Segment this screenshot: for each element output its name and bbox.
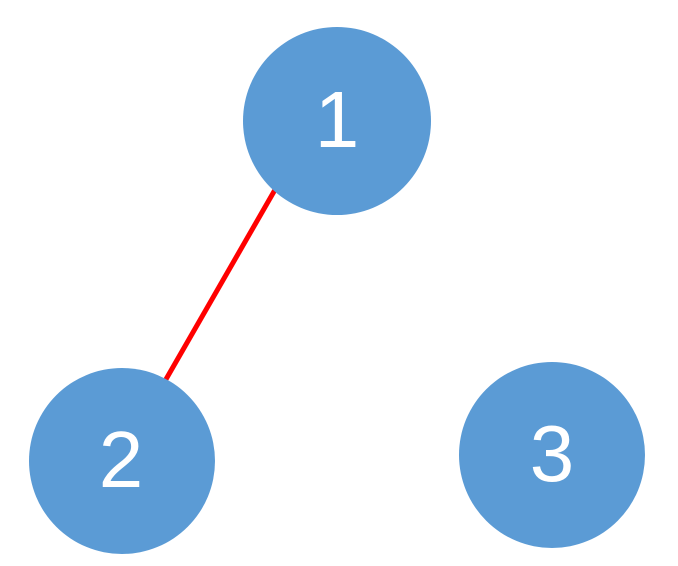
graph-node-2-label: 2 <box>98 415 144 504</box>
graph-node-1[interactable]: 1 <box>243 27 431 215</box>
graph-node-3-label: 3 <box>529 409 575 498</box>
graph-node-3[interactable]: 3 <box>459 362 645 548</box>
graph-node-2[interactable]: 2 <box>29 368 215 554</box>
edge-node1-node2[interactable] <box>162 186 279 383</box>
graph-node-1-label: 1 <box>314 75 360 164</box>
